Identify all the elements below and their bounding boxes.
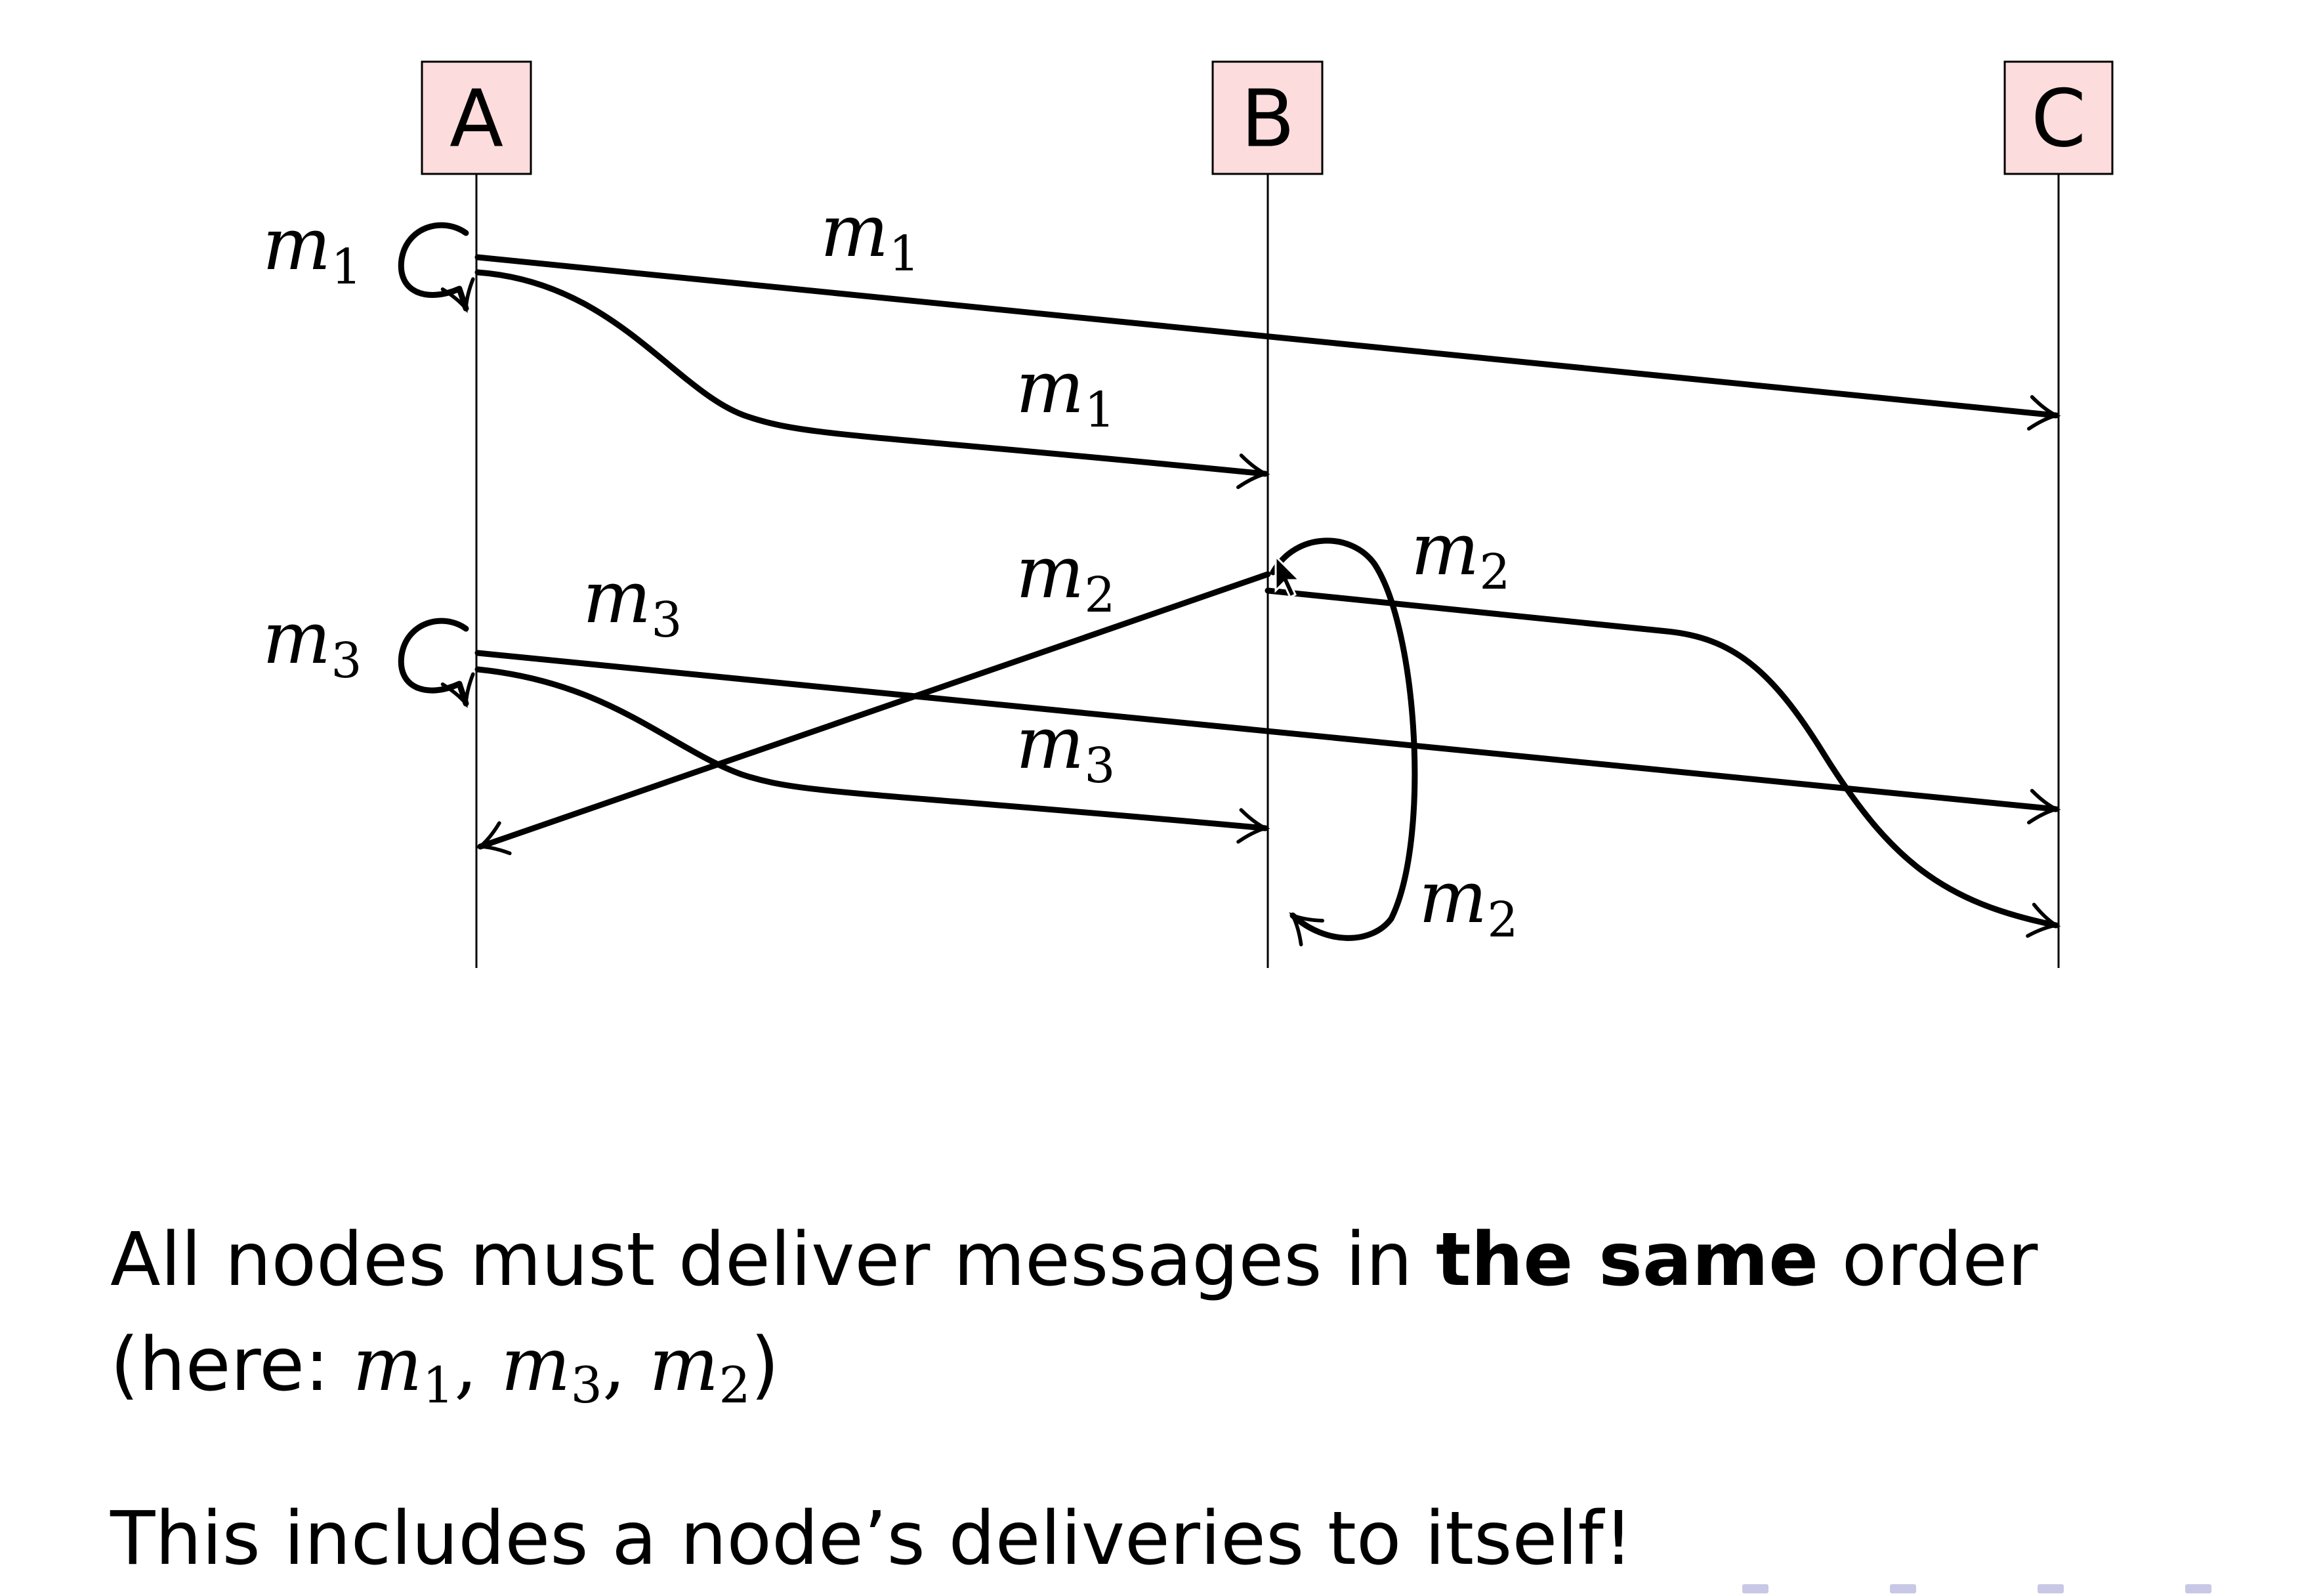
m2-to-c-label: m2 [1411,507,1510,600]
slide-nav-icon[interactable] [1890,1584,1916,1593]
caption-order-item: m2 [649,1322,751,1415]
m2-to-a-label: m2 [1016,530,1115,623]
slide-nav-icon[interactable] [2038,1584,2064,1593]
caption-line-2: (here: m1, m3, m2) [110,1312,780,1438]
m2-arrow-to-c [1265,587,2061,938]
node-a-box [421,60,532,175]
m3-broadcast-loop [398,618,475,709]
m3-to-b-label: m3 [1016,701,1115,794]
caption-line-1: All nodes must deliver messages in the s… [110,1208,2038,1312]
caption-order-sequence: m1, m3, m2 [352,1322,751,1415]
node-b-box [1211,60,1324,175]
node-b-label: B [1241,74,1295,165]
m2-arrow-to-a [475,571,1271,856]
m2-to-self-label: m2 [1419,855,1518,948]
caption-text-before: All nodes must deliver messages in [110,1217,1436,1303]
caption-bold-text: the same [1435,1217,1819,1303]
m1-to-b-label: m1 [1016,345,1115,438]
node-c-box [2003,60,2114,175]
m3-broadcast-label: m3 [262,596,362,689]
m2-self-delivery-loop [1270,537,1418,947]
m1-to-c-label: m1 [820,189,919,282]
slide-nav-icon[interactable] [1742,1584,1768,1593]
slide-nav-icon[interactable] [2185,1584,2211,1593]
node-a: A [421,60,532,968]
node-c-label: C [2031,74,2086,165]
m3-to-c-label: m3 [583,555,682,648]
m1-broadcast-label: m1 [262,202,362,295]
caption-order-prefix: (here: [110,1322,353,1408]
m3-arrow-to-c [474,650,2061,825]
m1-broadcast-loop [398,222,475,314]
caption-order-suffix: ) [750,1322,780,1408]
m1-arrow-to-b [474,269,1270,490]
caption-order-item: m3 [501,1322,602,1415]
m1-arrow-to-c [474,254,2061,431]
m3-arrow-to-b [474,666,1270,844]
caption-line-3: This includes a node’s deliveries to its… [110,1496,1633,1582]
node-c: C [2003,60,2114,968]
caption-order-item: m1 [352,1322,455,1415]
node-a-label: A [450,74,503,165]
node-b: B [1211,60,1324,968]
caption-text-after: order [1818,1217,2038,1303]
mouse-cursor-icon [1274,554,1302,599]
broadcast-order-diagram: A B C m1 m1 m1 m3 m3 m3 m2 m2 m2 [262,60,2114,968]
